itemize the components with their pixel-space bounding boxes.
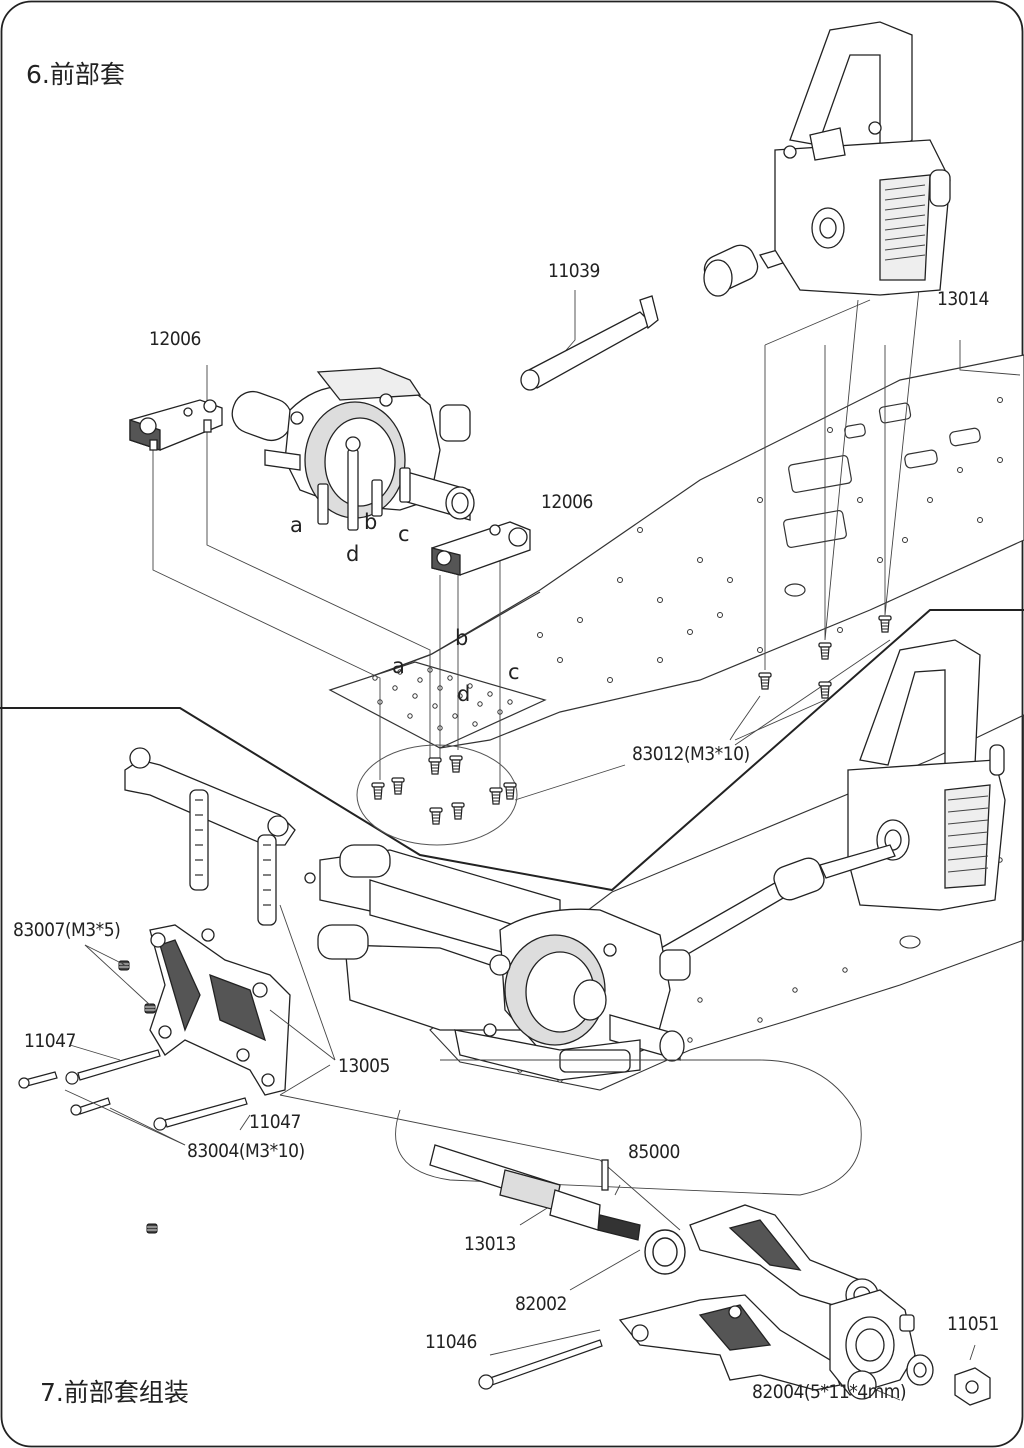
hinge-pins-11047 — [65, 1049, 248, 1131]
driveshaft-11039 — [520, 234, 837, 391]
step-divider — [0, 609, 1024, 892]
label-85000: 85000 — [628, 1141, 680, 1163]
label-13005: 13005 — [338, 1055, 390, 1077]
label-83007: 83007(M3*5) — [13, 919, 121, 941]
label-13014: 13014 — [937, 288, 989, 310]
hole-letter-d-gearbox: d — [346, 542, 360, 566]
hole-letter-a-gearbox: a — [290, 513, 303, 537]
leader-lines-step6 — [152, 279, 1021, 801]
label-11039: 11039 — [548, 260, 600, 282]
step6-title: 6.前部套 — [26, 60, 125, 89]
label-12006-a: 12006 — [149, 328, 201, 350]
label-11047-a: 11047 — [24, 1030, 76, 1052]
screws-83004 — [18, 1071, 111, 1116]
shock-tower-13005 — [149, 924, 291, 1096]
label-12006-b: 12006 — [541, 491, 593, 513]
bearing-82002 — [644, 1229, 686, 1275]
hole-letter-b-plate: b — [455, 626, 469, 650]
lower-arm-lower — [618, 1294, 841, 1391]
label-83004: 83004(M3*10) — [187, 1140, 305, 1162]
hole-letter-c-plate: c — [508, 660, 520, 684]
driveshaft-13013 — [429, 1144, 641, 1241]
front-bulkhead-step7 — [847, 639, 1006, 911]
front-assembly-step7 — [304, 844, 691, 1081]
nut-11051 — [954, 1367, 991, 1406]
label-82004: 82004(5*11*4mm) — [752, 1381, 907, 1403]
label-11051: 11051 — [947, 1313, 999, 1335]
chassis-plate — [328, 354, 1024, 749]
chassis-plate-step7 — [429, 714, 1024, 1091]
front-diff-gearbox — [231, 367, 475, 531]
label-11047-b: 11047 — [249, 1111, 301, 1133]
step7-title: 7.前部套组装 — [40, 1378, 189, 1407]
label-83012: 83012(M3*10) — [632, 743, 750, 765]
label-11046: 11046 — [425, 1331, 477, 1353]
lower-arm-upper — [689, 1204, 879, 1312]
pin-11046 — [478, 1339, 603, 1390]
hole-letter-b-gearbox: b — [364, 510, 378, 534]
hole-letter-a-plate: a — [392, 654, 405, 678]
bearing-82004 — [906, 1354, 934, 1386]
label-82002: 82002 — [515, 1293, 567, 1315]
hole-letter-d-plate: d — [457, 682, 471, 706]
label-13013: 13013 — [464, 1233, 516, 1255]
front-bulkhead-upper — [774, 21, 951, 296]
suspension-mount-12006-b — [431, 521, 531, 576]
hole-letter-c-gearbox: c — [398, 522, 410, 546]
body-post-holder — [124, 747, 296, 926]
suspension-mount-12006-a — [129, 399, 223, 451]
set-screws-83007 — [118, 960, 158, 1234]
screw-group-outline — [356, 744, 518, 846]
